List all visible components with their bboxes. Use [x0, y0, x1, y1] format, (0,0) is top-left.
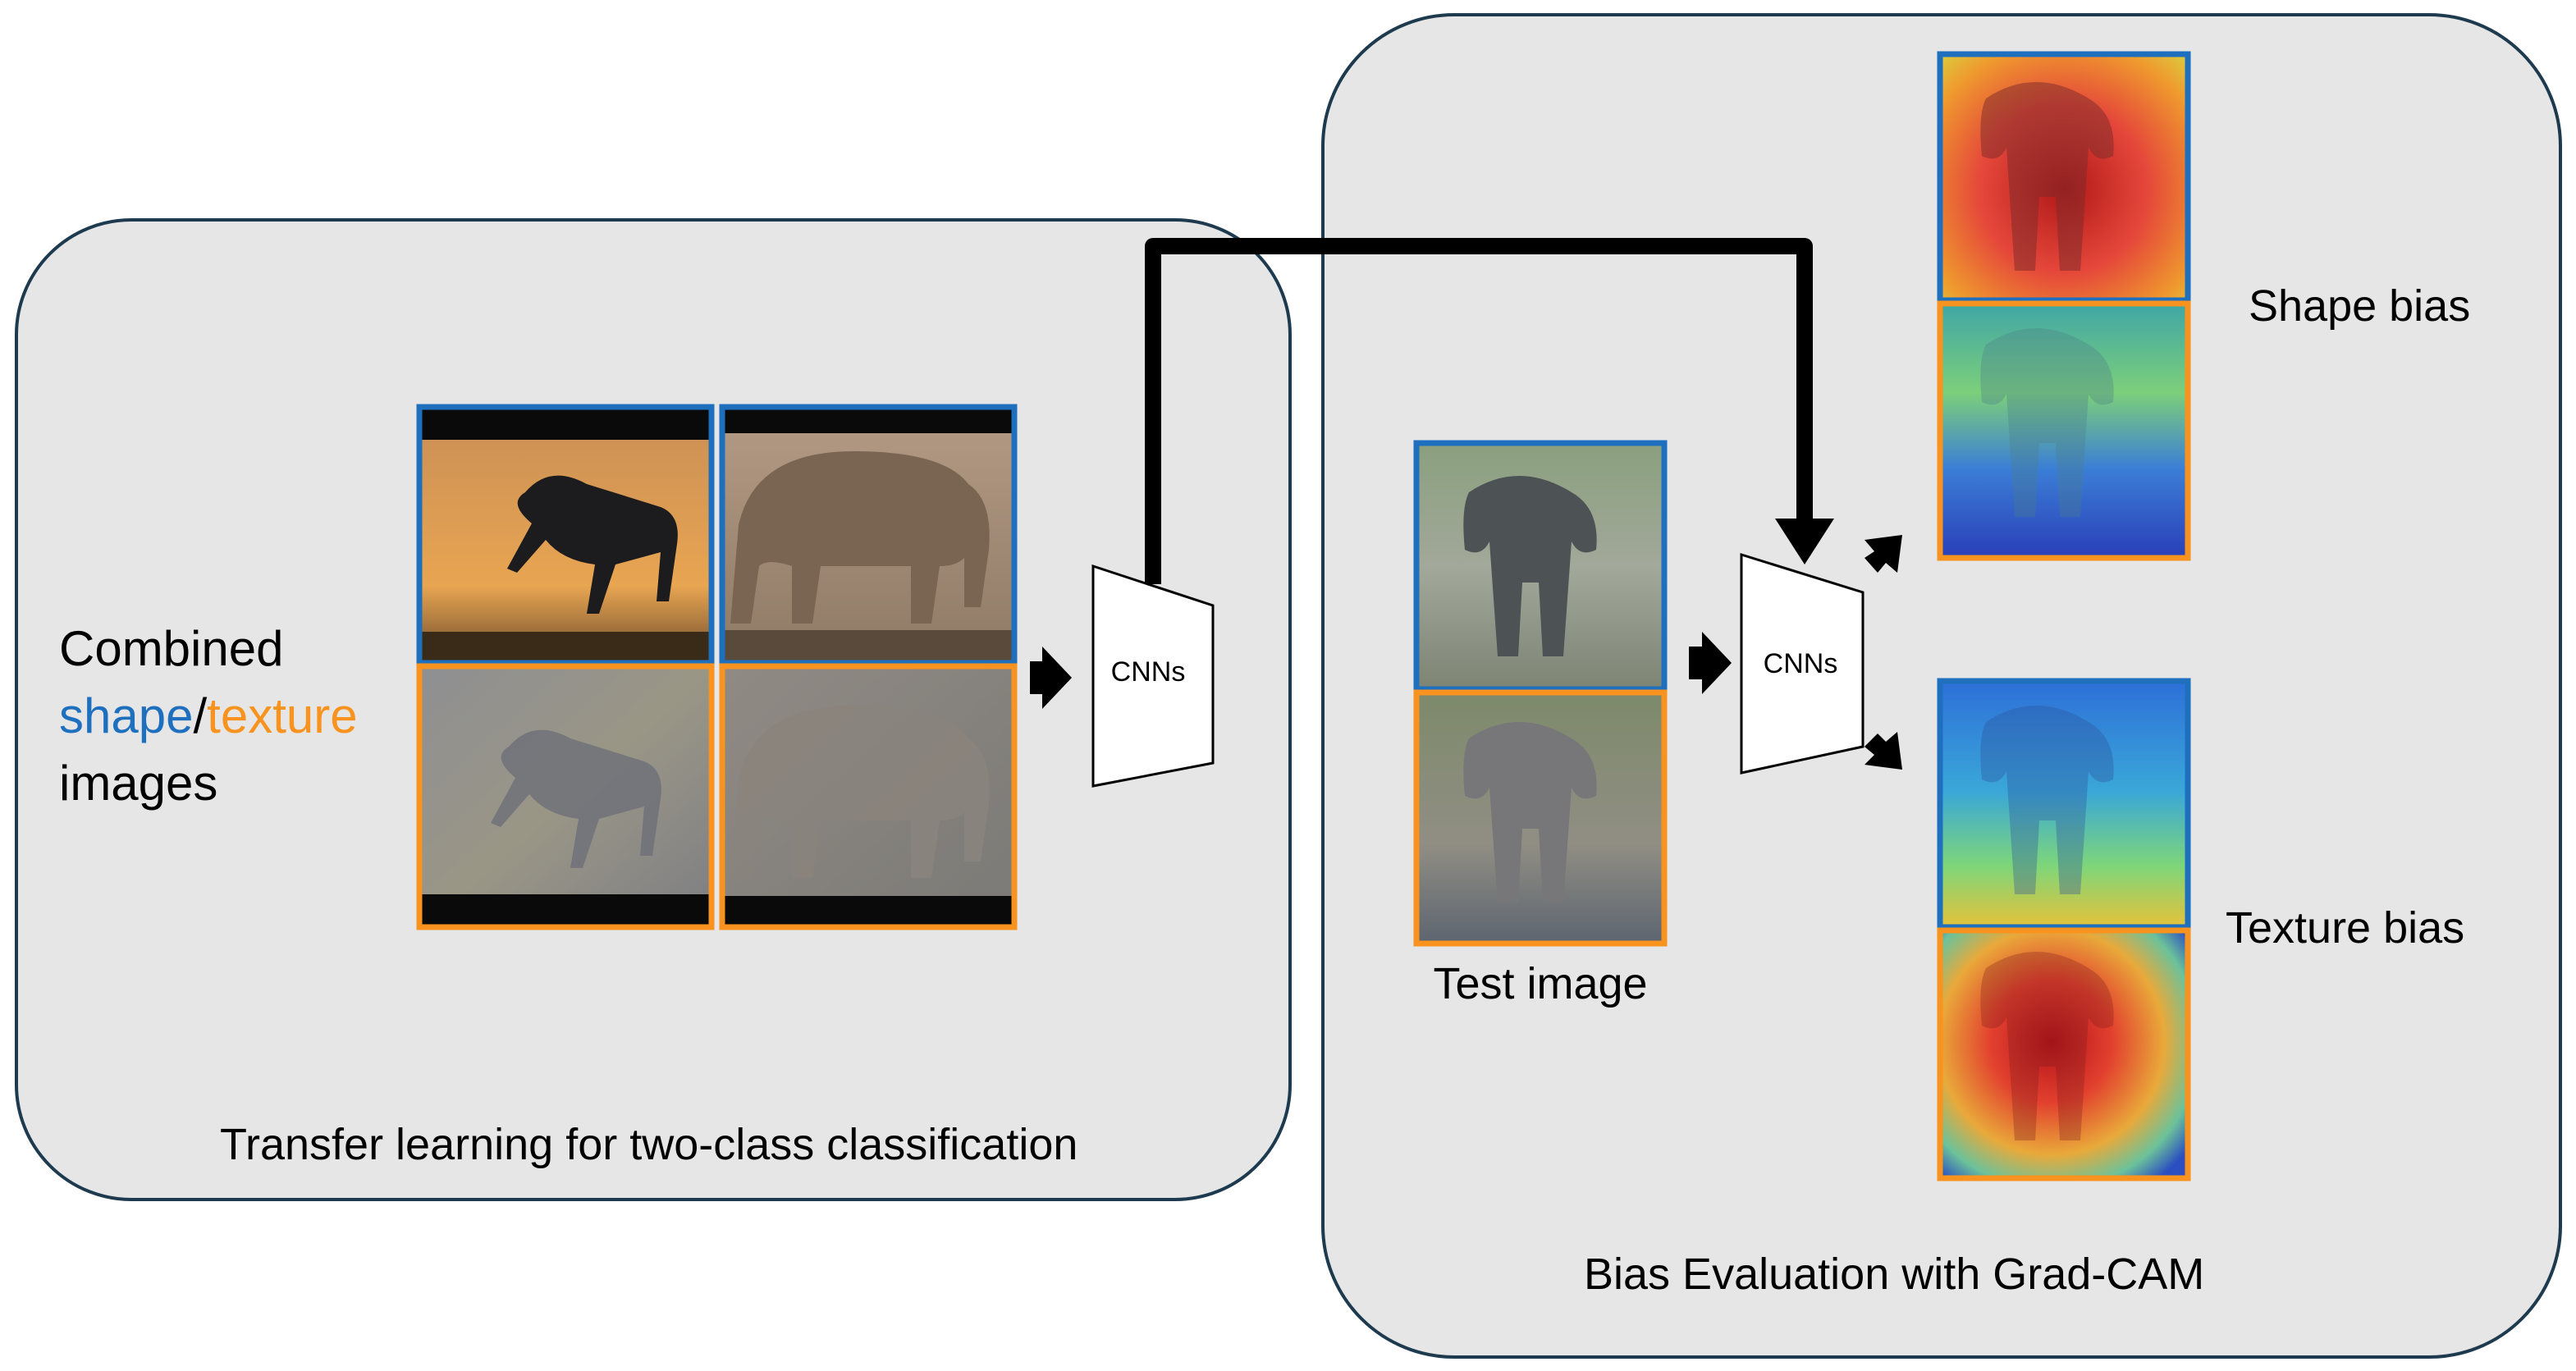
shape-bias-heatmap-bottom — [1937, 300, 2191, 561]
elephant-shape-image — [719, 404, 1018, 666]
connector-line — [1145, 238, 1813, 584]
heading-line-shape-texture: shape/texture — [59, 683, 358, 750]
texture-bias-heatmap-bottom — [1937, 927, 2191, 1181]
heading-slash: / — [193, 688, 208, 743]
heading-line-images: images — [59, 756, 218, 811]
heading-word-texture: texture — [207, 688, 358, 743]
arrow-to-left-cnn — [1030, 647, 1072, 709]
texture-bias-label: Texture bias — [2226, 903, 2465, 953]
connector-arrowhead — [1775, 519, 1834, 564]
arrow-to-right-cnn — [1689, 632, 1732, 694]
right-panel-footer: Bias Evaluation with Grad-CAM — [1584, 1250, 2205, 1299]
elephant-texture-image — [719, 663, 1018, 930]
right-cnn-label: CNNs — [1763, 648, 1838, 679]
left-cnn-block — [1091, 564, 1215, 788]
test-image-label: Test image — [1433, 959, 1648, 1008]
shape-bias-label: Shape bias — [2249, 281, 2471, 331]
left-panel-heading: Combined shape/texture images — [59, 615, 358, 817]
arrow-to-shape-bias — [1865, 535, 1902, 573]
heading-line-combined: Combined — [59, 621, 284, 676]
horse-texture-image — [416, 663, 715, 930]
right-cnn-block — [1740, 552, 1865, 775]
texture-bias-heatmap-top — [1937, 678, 2191, 930]
test-shape-image — [1413, 440, 1668, 692]
left-cnn-label: CNNs — [1110, 656, 1186, 688]
arrow-to-texture-bias — [1865, 732, 1902, 770]
horse-shape-image — [416, 404, 715, 666]
shape-bias-heatmap-top — [1937, 51, 2191, 304]
left-panel-footer: Transfer learning for two-class classifi… — [220, 1120, 1078, 1169]
heading-word-shape: shape — [59, 688, 194, 743]
test-texture-image — [1413, 689, 1668, 947]
